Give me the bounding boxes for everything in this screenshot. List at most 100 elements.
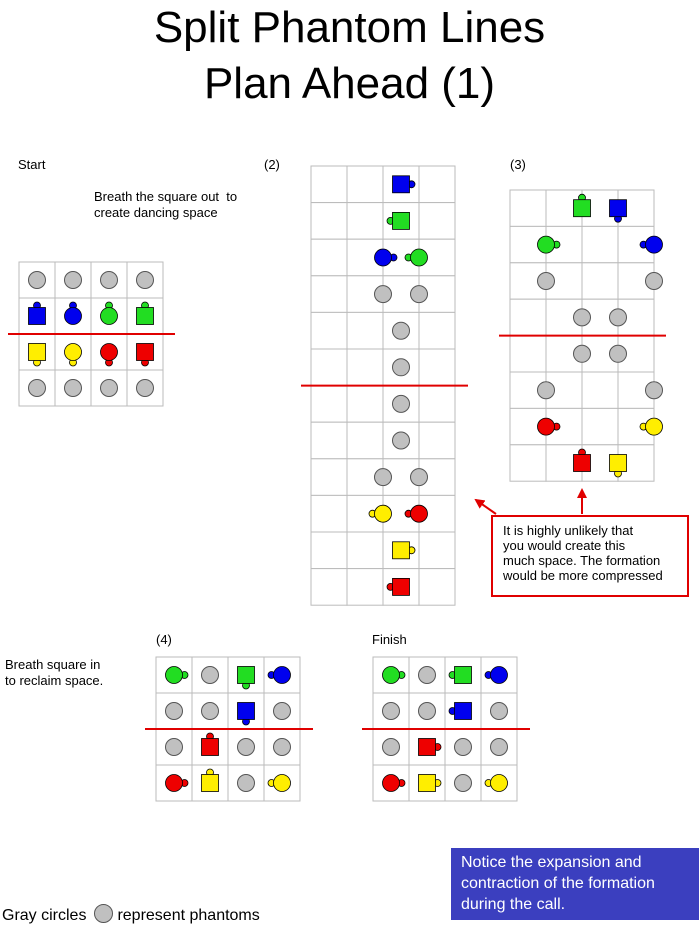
- phantom-dancer: [454, 738, 472, 756]
- formation-step4: [145, 656, 313, 802]
- blue-square-dancer: [237, 702, 255, 726]
- red-circle-dancer: [404, 504, 428, 523]
- phantom-dancer: [237, 738, 255, 756]
- phantom-dancer: [573, 308, 591, 327]
- red-circle-dancer: [100, 343, 118, 367]
- phantom-dancer: [537, 381, 555, 400]
- grid-cell: [418, 421, 456, 460]
- phantom-dancer: [136, 379, 154, 397]
- phantom-dancer: [392, 358, 410, 377]
- grid-cell: [581, 225, 619, 264]
- formation-start: [8, 261, 175, 407]
- formation-finish: [362, 656, 530, 802]
- phantom-dancer: [165, 738, 183, 756]
- grid-cell: [418, 311, 456, 350]
- phantom-dancer: [410, 468, 428, 487]
- phantom-dancer: [573, 344, 591, 363]
- grid-cell: [418, 202, 456, 240]
- phantom-dancer: [392, 431, 410, 450]
- grid-cell: [346, 421, 384, 460]
- green-square-dancer: [386, 212, 410, 230]
- red-circle-dancer: [165, 774, 189, 792]
- grid-cell: [418, 165, 456, 204]
- start-label: Start: [18, 157, 46, 172]
- phantom-dancer: [64, 379, 82, 397]
- phantom-dancer: [201, 702, 219, 720]
- green-square-dancer: [573, 193, 591, 218]
- grid-cell: [310, 275, 348, 313]
- green-circle-dancer: [404, 248, 428, 267]
- phantom-dancer: [609, 344, 627, 363]
- phantom-dancer: [418, 666, 436, 684]
- blue-circle-dancer: [64, 301, 82, 325]
- blue-square-dancer: [392, 175, 416, 194]
- blue-circle-dancer: [484, 666, 508, 684]
- phantom-dancer: [609, 308, 627, 327]
- phantom-dancer: [454, 774, 472, 792]
- red-square-dancer: [136, 343, 154, 367]
- phantom-dancer: [100, 271, 118, 289]
- grid-cell: [581, 262, 619, 300]
- red-square-dancer: [573, 448, 591, 472]
- phantom-dancer: [28, 271, 46, 289]
- grid-cell: [310, 348, 348, 387]
- step2-label: (2): [264, 157, 280, 172]
- phantom-dancer: [273, 738, 291, 756]
- phantom-circle-icon: [94, 904, 114, 923]
- yellow-square-dancer: [28, 343, 46, 367]
- phantom-dancer: [418, 702, 436, 720]
- grid-cell: [310, 568, 348, 606]
- phantom-dancer: [201, 666, 219, 684]
- yellow-circle-dancer: [484, 774, 508, 792]
- finish-label: Finish: [372, 632, 407, 647]
- phantom-dancer: [273, 702, 291, 720]
- grid-cell: [418, 568, 456, 606]
- phantom-dancer: [645, 381, 663, 400]
- grid-cell: [346, 348, 384, 387]
- blue-circle-dancer: [374, 248, 398, 267]
- grid-cell: [509, 298, 547, 337]
- phantom-dancer: [374, 285, 392, 304]
- red-square-dancer: [386, 577, 410, 596]
- step4-label: (4): [156, 632, 172, 647]
- yellow-square-dancer: [392, 541, 416, 560]
- formation-step2: [301, 165, 468, 606]
- legend-prefix: Gray circles: [2, 907, 87, 924]
- yellow-square-dancer: [609, 454, 627, 478]
- grid-cell: [509, 335, 547, 373]
- phantom-dancer: [645, 272, 663, 290]
- green-square-dancer: [448, 666, 472, 684]
- phantom-dancer: [382, 738, 400, 756]
- green-square-dancer: [237, 666, 255, 690]
- notice-box: Notice the expansion and contraction of …: [451, 848, 699, 920]
- grid-cell: [346, 202, 384, 240]
- blue-square-dancer: [28, 301, 46, 325]
- phantom-dancer: [392, 321, 410, 340]
- phantom-dancer: [100, 379, 118, 397]
- red-square-dancer: [201, 732, 219, 756]
- phantom-dancer: [28, 379, 46, 397]
- blue-circle-dancer: [639, 235, 663, 254]
- grid-cell: [418, 385, 456, 423]
- green-square-dancer: [136, 301, 154, 325]
- breath-in-label: Breath square in to reclaim space.: [5, 657, 104, 688]
- phantom-dancer: [136, 271, 154, 289]
- red-circle-dancer: [382, 774, 406, 792]
- breath-out-label: Breath the square out to create dancing …: [94, 189, 238, 220]
- yellow-circle-dancer: [267, 774, 291, 792]
- yellow-square-dancer: [201, 768, 219, 792]
- step3-label: (3): [510, 157, 526, 172]
- legend-suffix: represent phantoms: [117, 907, 260, 924]
- grid-cell: [617, 262, 655, 300]
- callout-note: It is highly unlikely that you would cre…: [491, 515, 689, 597]
- phantom-dancer: [490, 702, 508, 720]
- yellow-circle-dancer: [639, 417, 663, 436]
- phantom-dancer: [237, 774, 255, 792]
- phantom-dancer: [165, 702, 183, 720]
- grid-cell: [509, 444, 547, 482]
- grid-cell: [346, 531, 384, 570]
- grid-cell: [263, 764, 301, 802]
- grid-cell: [310, 421, 348, 460]
- blue-square-dancer: [609, 199, 627, 223]
